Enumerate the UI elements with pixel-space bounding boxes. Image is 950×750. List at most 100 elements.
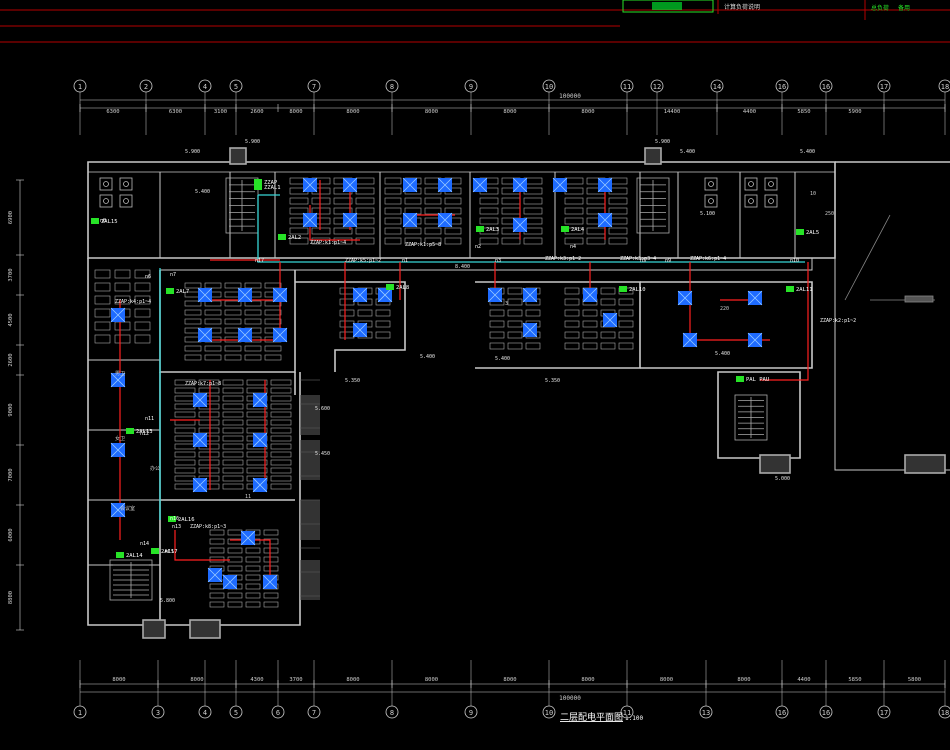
desk <box>94 269 111 279</box>
desk <box>222 435 244 442</box>
fixture-cross <box>402 177 418 193</box>
panel-box <box>736 376 744 382</box>
fixture-cross <box>582 287 598 303</box>
panel-label: 2AL14 <box>126 553 143 559</box>
desk <box>134 308 151 318</box>
fixture-cross <box>197 327 213 343</box>
panel-box <box>166 288 174 294</box>
axis-label: 8 <box>390 709 394 717</box>
cable-tray <box>159 194 805 520</box>
fixture-cross <box>262 574 278 590</box>
fixture-cross <box>252 477 268 493</box>
node-label: n3 <box>495 258 501 264</box>
desk <box>263 538 279 545</box>
desk <box>384 237 402 245</box>
desk <box>114 295 131 305</box>
axis-label: 1 <box>78 709 82 717</box>
desk <box>264 345 282 352</box>
desk <box>222 379 244 386</box>
desk <box>227 547 243 554</box>
dimension-value: 5850 <box>797 109 810 115</box>
light-fixture <box>272 327 288 343</box>
axis-label: 12 <box>653 83 661 91</box>
toilet-stall <box>99 194 113 208</box>
desk <box>404 237 422 245</box>
light-fixture <box>222 574 238 590</box>
dimension-value: 3100 <box>214 109 227 115</box>
desk <box>224 354 242 361</box>
dimension-value: 4400 <box>743 109 756 115</box>
desk <box>489 309 505 317</box>
axis-label: 5 <box>234 709 238 717</box>
panel-box <box>796 229 804 235</box>
desk <box>244 318 262 325</box>
light-fixture <box>110 307 126 323</box>
axis-label: 9 <box>469 83 473 91</box>
desk <box>222 483 244 490</box>
axis-label: 17 <box>880 83 888 91</box>
desk <box>270 435 292 442</box>
desk <box>289 207 309 215</box>
drawing-scale: 1:100 <box>625 715 643 722</box>
desk <box>270 483 292 490</box>
panel-label: 2AL13 <box>136 429 153 435</box>
toilet-bowl <box>768 181 774 187</box>
desk <box>525 309 541 317</box>
desk <box>270 475 292 482</box>
desk <box>479 237 499 245</box>
desk <box>245 547 261 554</box>
desk <box>384 217 402 225</box>
dimension-value: 8000 <box>503 109 516 115</box>
elevation-label: 5.400 <box>495 356 510 362</box>
fixture-cross <box>110 502 126 518</box>
desk <box>564 320 580 328</box>
desk <box>204 318 222 325</box>
furniture-layout <box>94 177 634 608</box>
desk <box>384 177 402 185</box>
dimension-value: 8000 <box>581 109 594 115</box>
light-fixtures <box>110 177 763 590</box>
title-block: 计算负荷说明 总负荷 备用 <box>622 0 910 20</box>
elevation-label: 5.900 <box>245 139 260 145</box>
dimension-value: 5800 <box>908 677 921 683</box>
desk <box>311 207 331 215</box>
desk <box>198 379 220 386</box>
dimension-value: 8000 <box>190 677 203 683</box>
toilet-stall <box>764 194 778 208</box>
desk <box>564 237 584 245</box>
panel-label: PAL PAU <box>746 377 769 383</box>
desk <box>184 300 202 307</box>
desk <box>114 269 131 279</box>
node-label: n1 <box>402 258 408 264</box>
desk <box>174 387 196 394</box>
desk <box>246 459 268 466</box>
desk <box>245 592 261 599</box>
node-label: n16 <box>170 516 179 522</box>
panel-label: ZZAL1 <box>264 185 281 191</box>
light-fixture <box>192 477 208 493</box>
desk <box>618 342 634 350</box>
toilet-stall <box>99 177 113 191</box>
desk <box>608 237 628 245</box>
fixture-cross <box>252 432 268 448</box>
light-fixture <box>402 177 418 193</box>
desk <box>263 601 279 608</box>
dimension-value: 8800 <box>8 591 14 604</box>
desk <box>263 529 279 536</box>
desk <box>184 354 202 361</box>
dimension-value: 8000 <box>660 677 673 683</box>
elevation-label: 5.450 <box>315 451 330 457</box>
panel-box <box>151 548 159 554</box>
fixture-cross <box>272 327 288 343</box>
desk <box>618 320 634 328</box>
desk <box>246 419 268 426</box>
light-fixture <box>487 287 503 303</box>
desk <box>174 427 196 434</box>
panel-box <box>386 284 394 290</box>
fixture-cross <box>602 312 618 328</box>
circuit-label: ZZAP:k3:p3~4 <box>620 256 656 262</box>
fixture-cross <box>302 177 318 193</box>
desk <box>270 467 292 474</box>
desk <box>245 583 261 590</box>
